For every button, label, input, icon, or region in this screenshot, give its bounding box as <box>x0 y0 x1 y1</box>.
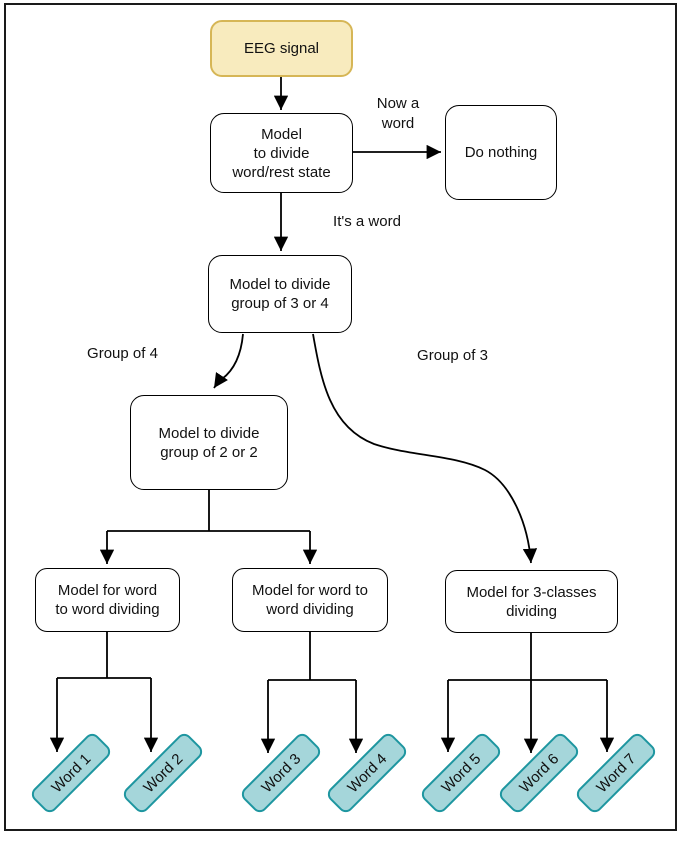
split-group22 <box>107 490 310 532</box>
node-eeg-signal: EEG signal <box>210 20 353 77</box>
node-word-to-word-left: Model for word to word dividing <box>35 568 180 632</box>
split-threeclasses <box>448 633 607 681</box>
edge-group34-to-threeclasses <box>312 333 538 564</box>
diagram-border <box>4 3 677 831</box>
edge-label-its-a-word: It's a word <box>333 213 401 230</box>
split-wwleft <box>57 632 151 679</box>
edge-group34-to-group22 <box>213 333 244 389</box>
split-wwright <box>268 632 356 681</box>
node-word-rest-model: Model to divide word/rest state <box>210 113 353 193</box>
node-group-3-or-4: Model to divide group of 3 or 4 <box>208 255 352 333</box>
edge-label-group-of-4: Group of 4 <box>87 345 158 362</box>
node-three-classes: Model for 3-classes dividing <box>445 570 618 633</box>
node-word-to-word-right: Model for word to word dividing <box>232 568 388 632</box>
edge-label-group-of-3: Group of 3 <box>417 347 488 364</box>
node-group-2-or-2: Model to divide group of 2 or 2 <box>130 395 288 490</box>
node-do-nothing: Do nothing <box>445 105 557 200</box>
edge-label-now-a-word: Now a word <box>376 95 420 132</box>
